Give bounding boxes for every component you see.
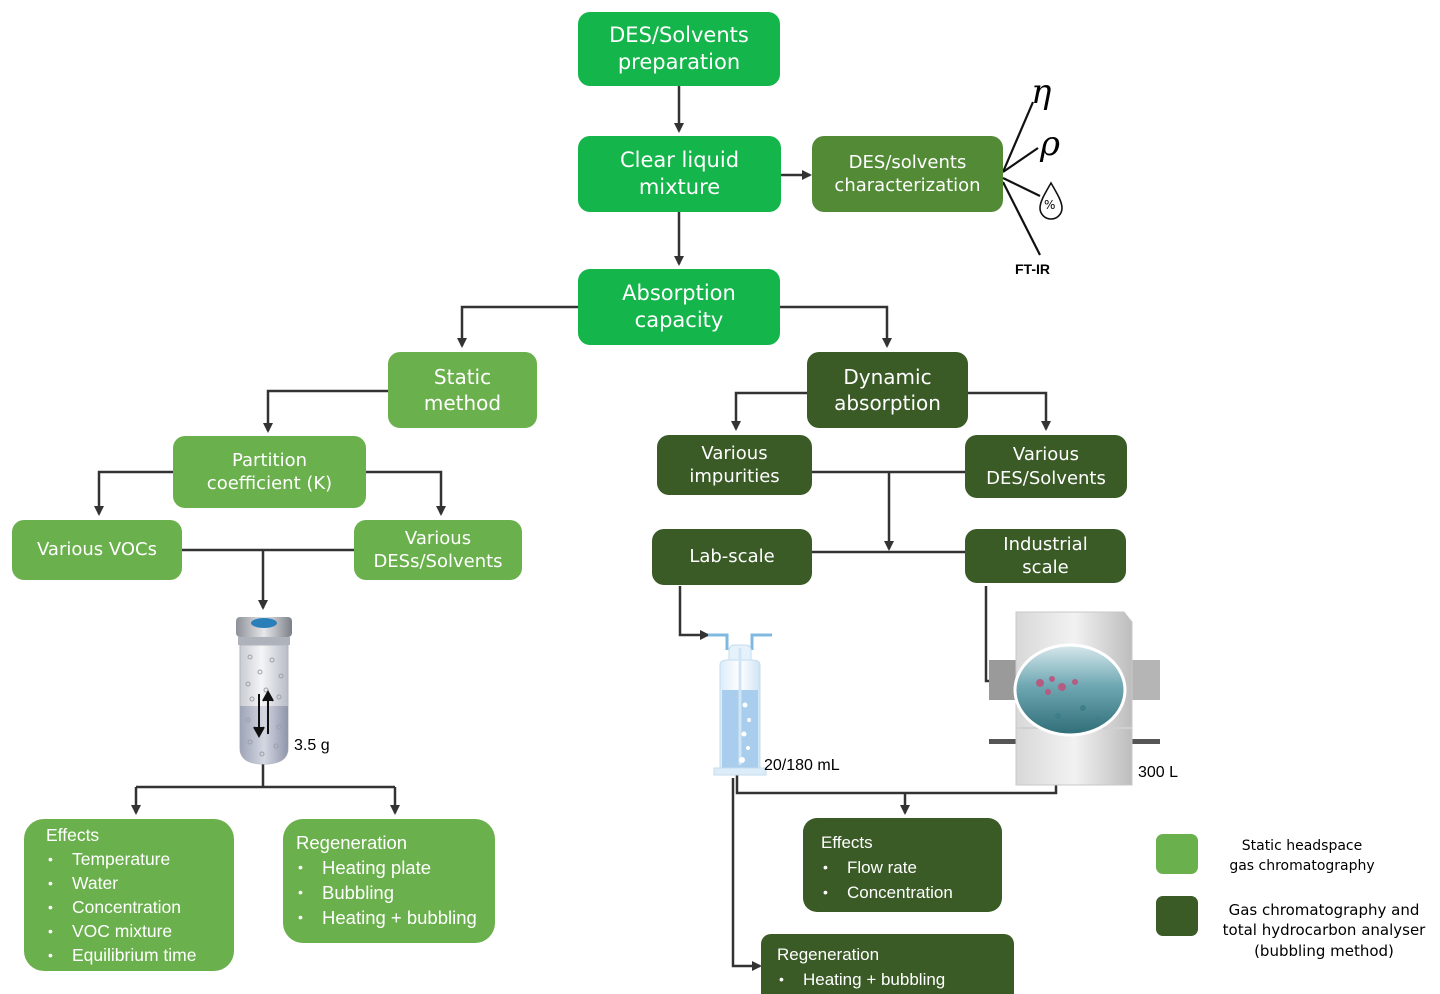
static-regeneration-box: Regeneration Heating plate Bubbling Heat… [283, 819, 495, 943]
dynamic-absorption-node: Dynamic absorption [807, 352, 968, 428]
viscosity-symbol: η [1031, 72, 1052, 112]
list-item: VOC mixture [46, 919, 234, 943]
static-effects-title: Effects [46, 825, 100, 845]
list-item: Bubbling [296, 880, 495, 905]
bottle-volume-label: 20/180 mL [764, 757, 840, 774]
list-item: Heating plate [296, 855, 495, 880]
water-content-percent-label: % [1044, 198, 1056, 212]
list-item: Flow rate [821, 855, 1002, 880]
list-item: Equilibrium time [46, 943, 234, 967]
legend-dynamic-label: Gas chromatography and total hydrocarbon… [1222, 901, 1426, 960]
list-item: Concentration [46, 895, 234, 919]
absorption-capacity-node: Absorption capacity [578, 269, 780, 345]
list-item: Temperature [46, 847, 234, 871]
list-item: Heating + bubbling [296, 905, 495, 930]
lab-scale-node: Lab-scale [652, 529, 812, 585]
static-regeneration-title: Regeneration [296, 832, 408, 853]
static-method-node: Static method [388, 352, 537, 428]
ftir-label: FT-IR [1015, 261, 1050, 277]
list-item: Water [46, 871, 234, 895]
dynamic-regeneration-title: Regeneration [777, 945, 880, 964]
clear-liquid-mixture-node: Clear liquid mixture [578, 136, 781, 212]
reactor-volume-label: 300 L [1138, 764, 1179, 781]
legend-static-swatch [1156, 834, 1198, 874]
static-effects-box: Effects Temperature Water Concentration … [24, 819, 234, 971]
dynamic-regeneration-box: Regeneration Heating + bubbling [761, 934, 1014, 994]
legend-static-label: Static headspace gas chromatography [1229, 838, 1375, 875]
vial-mass-label: 3.5 g [294, 737, 330, 754]
partition-coefficient-node: Partition coefficient (K) [173, 436, 366, 508]
various-des-solvents-node: Various DES/Solvents [965, 435, 1127, 498]
dynamic-effects-title: Effects [821, 833, 873, 852]
des-solvents-preparation-node: DES/Solvents preparation [578, 12, 780, 86]
des-solvents-characterization-node: DES/solvents characterization [812, 136, 1003, 212]
droplet-percent-icon [1039, 181, 1063, 220]
various-impurities-node: Various impurities [657, 435, 812, 495]
dynamic-effects-box: Effects Flow rate Concentration [803, 818, 1002, 912]
various-vocs-node: Various VOCs [12, 520, 182, 580]
list-item: Heating + bubbling [777, 967, 1014, 992]
industrial-scale-node: Industrial scale [965, 529, 1126, 583]
vial-illustration [236, 617, 292, 765]
industrial-reactor-illustration [989, 611, 1160, 786]
characterization-fan [1001, 101, 1041, 256]
bubbling-bottle-illustration [708, 633, 772, 776]
various-dess-solvents-node: Various DESs/Solvents [354, 520, 522, 580]
legend-dynamic-swatch [1156, 896, 1198, 936]
list-item: Concentration [821, 880, 1002, 905]
density-symbol: ρ [1040, 124, 1060, 164]
